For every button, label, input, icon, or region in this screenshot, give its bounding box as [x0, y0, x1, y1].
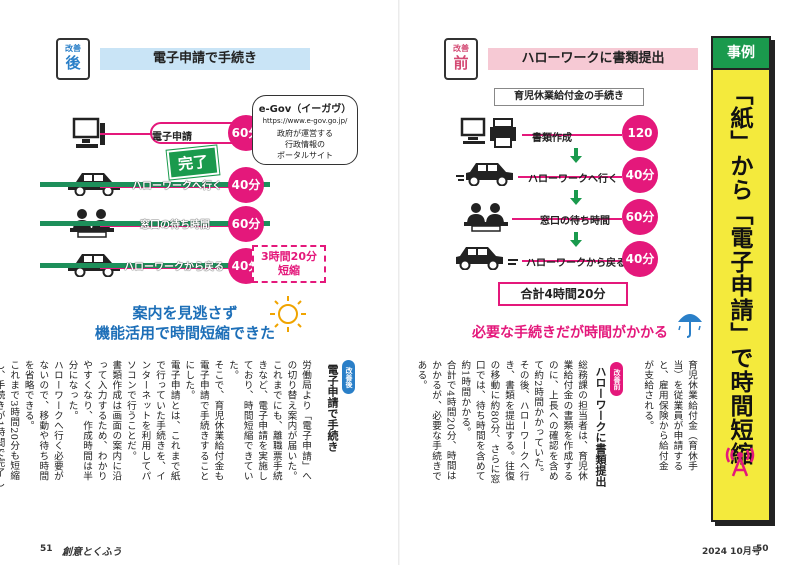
- sun-icon: [270, 296, 306, 332]
- case-title: 「紙」から「電子申請」で時間短縮: [726, 82, 752, 466]
- catchphrase: 必要な手続きだが時間がかかる: [472, 325, 668, 341]
- article-heading-before: ハローワークに書類提出: [594, 366, 607, 487]
- step-line: [522, 134, 622, 136]
- step-label-go-hellowork: ハローワークへ行く: [528, 174, 618, 185]
- magazine-name: 創意とくふう: [62, 547, 122, 558]
- egov-description: 政府が運営する 行政情報の ポータルサイト: [277, 129, 333, 160]
- time-shortened-box: 3時間20分 短縮: [252, 245, 326, 283]
- catchphrase: 案内を見逃さず 機能活用で時間短縮できた: [80, 303, 290, 343]
- catch-line1: 案内を見逃さず: [132, 304, 238, 322]
- badge-top-text: 改善: [453, 44, 469, 53]
- shortened-line1: 3時間20分: [261, 250, 317, 263]
- antenna-icon: [725, 447, 755, 477]
- people-at-desk-icon: [464, 203, 508, 232]
- umbrella-icon: [678, 314, 702, 338]
- badge-top-text: 改善: [65, 44, 81, 53]
- step-label-go-hellowork: ハローワークへ行く: [132, 181, 222, 192]
- section-title: 電子申請で手続き: [100, 48, 310, 70]
- article-tag-after: 改善後: [342, 360, 355, 394]
- section-title: ハローワークに書類提出: [488, 48, 698, 70]
- improvement-before-badge: 改善 前: [444, 38, 478, 80]
- step-line: [100, 186, 250, 188]
- egov-url: https://www.e-gov.go.jp/: [262, 117, 348, 125]
- strike-bar: [40, 182, 270, 187]
- total-time-box: 合計4時間20分: [498, 282, 628, 306]
- step-label-waiting: 窓口の待ち時間: [140, 220, 210, 231]
- article-tag-before: 改善前: [610, 362, 623, 396]
- step-line: [512, 218, 622, 220]
- step-line: [100, 225, 250, 227]
- case-study-box: 事例 「紙」から「電子申請」で時間短縮: [711, 36, 771, 522]
- car-icon: [456, 163, 513, 186]
- step-line: [100, 267, 250, 269]
- egov-title: e-Gov（イーガヴ）: [258, 104, 352, 115]
- step-time-document: 120分: [622, 115, 658, 176]
- badge-bottom-text: 後: [65, 54, 81, 72]
- article-body-after: 労働局より「電子申請」への切り替え案内が届いた。これまでにも、離職票手続きなど、…: [0, 360, 311, 488]
- step-time-waiting: 60分: [622, 199, 658, 235]
- step-label-return: ハローワークから戻る: [124, 262, 224, 273]
- strike-bar: [40, 263, 270, 268]
- step-line: [518, 176, 622, 178]
- issue-date: 2024 10月号: [702, 547, 761, 557]
- folio-page-number: 50: [756, 544, 769, 554]
- printer-icon: [460, 117, 516, 148]
- step-label-e-application: 電子申請: [152, 132, 192, 143]
- article-heading-after: 電子申請で手続き: [326, 364, 339, 452]
- step-time-waiting: 60分: [228, 206, 264, 242]
- egov-callout: e-Gov（イーガヴ） https://www.e-gov.go.jp/ 政府が…: [252, 95, 358, 165]
- left-page: 改善 後 電子申請で手続き 電子申請 60分 完了 e-Gov（イーガヴ） ht…: [0, 38, 358, 558]
- step-line: [522, 260, 622, 262]
- step-time-go-hellowork: 40分: [622, 157, 658, 193]
- procedure-subtitle: 育児休業給付金の手続き: [494, 88, 644, 106]
- step-label-return: ハローワークから戻る: [526, 258, 626, 269]
- step-label-waiting: 窓口の待ち時間: [540, 216, 610, 227]
- step-time-go-hellowork: 40分: [228, 167, 264, 203]
- article-body-before: 総務課の担当者は、育児休業給付金の書類を作成するのに、上長への確認を含めて約2時…: [415, 360, 587, 485]
- done-stamp: 完了: [166, 145, 220, 180]
- badge-bottom-text: 前: [453, 54, 469, 72]
- car-icon: [456, 247, 518, 270]
- folio-page-number: 51: [40, 544, 53, 554]
- shortened-line2: 短縮: [278, 264, 300, 277]
- case-label: 事例: [711, 36, 771, 70]
- strike-bar: [40, 221, 270, 226]
- intro-text: 育児休業給付金（育休手当）を従業員が申請すると、雇用保険から給付金が支給される。: [642, 360, 697, 472]
- step-label-document: 書類作成: [532, 133, 572, 144]
- step-time-return: 40分: [622, 241, 658, 277]
- improvement-after-badge: 改善 後: [56, 38, 90, 80]
- catch-line2: 機能活用で時間短縮できた: [94, 324, 275, 342]
